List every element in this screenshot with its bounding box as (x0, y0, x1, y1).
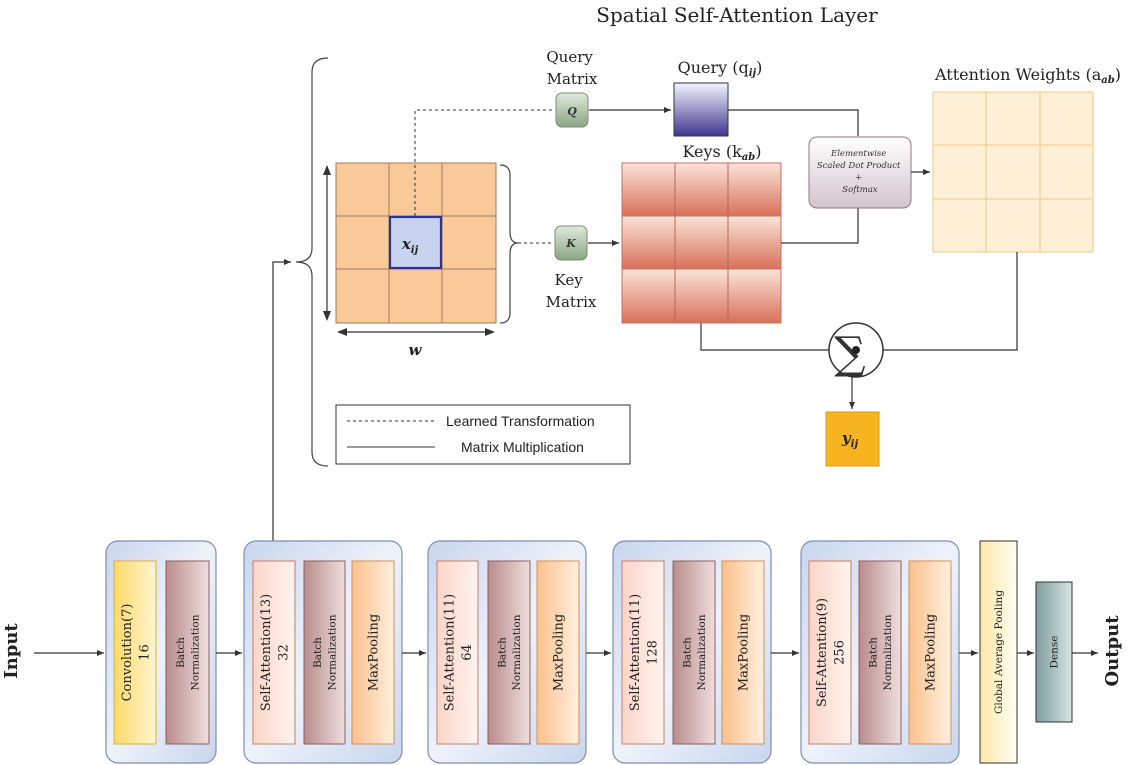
dense-block (1035, 581, 1073, 723)
self-attention-block-4-label: Self-Attention(9)256 (815, 598, 848, 707)
query-to-op-line (728, 109, 859, 136)
width-label: w (409, 341, 423, 359)
grid-brace (499, 164, 519, 324)
legend (335, 404, 631, 465)
self-attention-block-1 (252, 560, 296, 745)
batch-norm-block-2 (303, 560, 346, 745)
maxpooling-block-1-label: MaxPooling (367, 614, 382, 691)
q-box-label: Q (567, 105, 577, 118)
batch-norm-block-3 (487, 560, 531, 745)
x-ij-label: xij (401, 235, 419, 256)
query-label: Query (qij) (678, 58, 763, 79)
x-ij-cell (388, 215, 443, 270)
self-attention-block-3 (621, 560, 665, 745)
query-vector-box (673, 82, 729, 137)
maxpooling-block-4-label: MaxPooling (924, 614, 939, 691)
keys-to-op-line (781, 208, 859, 244)
query-transform-line (414, 109, 554, 216)
attention-weights-label: Attention Weights (aab) (934, 65, 1121, 86)
diagram-title: Spatial Self-Attention Layer (596, 3, 878, 27)
self-attention-block-3-label: Self-Attention(11)128 (628, 594, 661, 711)
output-label: Output (1102, 615, 1123, 687)
batch-norm-block-5 (858, 560, 902, 745)
query-matrix-box (555, 92, 589, 128)
y-ij-output-box (825, 411, 880, 467)
legend-learned-label: Learned Transformation (446, 413, 595, 429)
maxpooling-block-3-label: MaxPooling (737, 614, 752, 691)
maxpooling-block-2 (536, 560, 580, 745)
y-ij-label: yij (841, 429, 859, 450)
keys-label: Keys (kab) (683, 142, 762, 163)
self-attention-block-4 (808, 560, 852, 745)
convolution-block-label: Convolution(7)16 (120, 604, 153, 702)
attention-weights-grid (932, 91, 1094, 253)
self-attention-block-2 (436, 560, 479, 745)
batch-norm-block-4 (672, 560, 716, 745)
maxpooling-block-2-label: MaxPooling (552, 614, 567, 691)
pipeline-to-attention-line (272, 259, 291, 561)
k-box-label: K (565, 237, 576, 250)
global-average-pooling-block-label: Global Average Pooling (993, 590, 1005, 714)
convolution-block (113, 560, 157, 745)
keys-grid (621, 162, 782, 324)
dense-block-label: Dense (1049, 636, 1061, 669)
key-matrix-box (554, 225, 588, 261)
key-matrix-label: Key Matrix (546, 271, 597, 311)
query-matrix-label: Query Matrix (546, 48, 598, 88)
legend-matmul-label: Matrix Multiplication (461, 439, 584, 455)
attention-to-sum-line (883, 252, 1018, 351)
keys-to-sum-line (700, 323, 829, 351)
maxpooling-block-4 (908, 560, 952, 745)
layer-brace (295, 57, 329, 467)
self-attention-block-1-label: Self-Attention(13)32 (259, 594, 292, 711)
global-average-pooling-block (979, 540, 1018, 764)
op-box-text: Elementwise Scaled Dot Product + Softmax (817, 149, 903, 195)
self-attention-block-2-label: Self-Attention(11)64 (442, 594, 475, 711)
input-label: Input (1, 623, 22, 679)
maxpooling-block-1 (351, 560, 395, 745)
sigma-icon: ∑ (834, 328, 865, 379)
maxpooling-block-3 (721, 560, 765, 745)
batch-norm-block-1 (165, 560, 210, 745)
